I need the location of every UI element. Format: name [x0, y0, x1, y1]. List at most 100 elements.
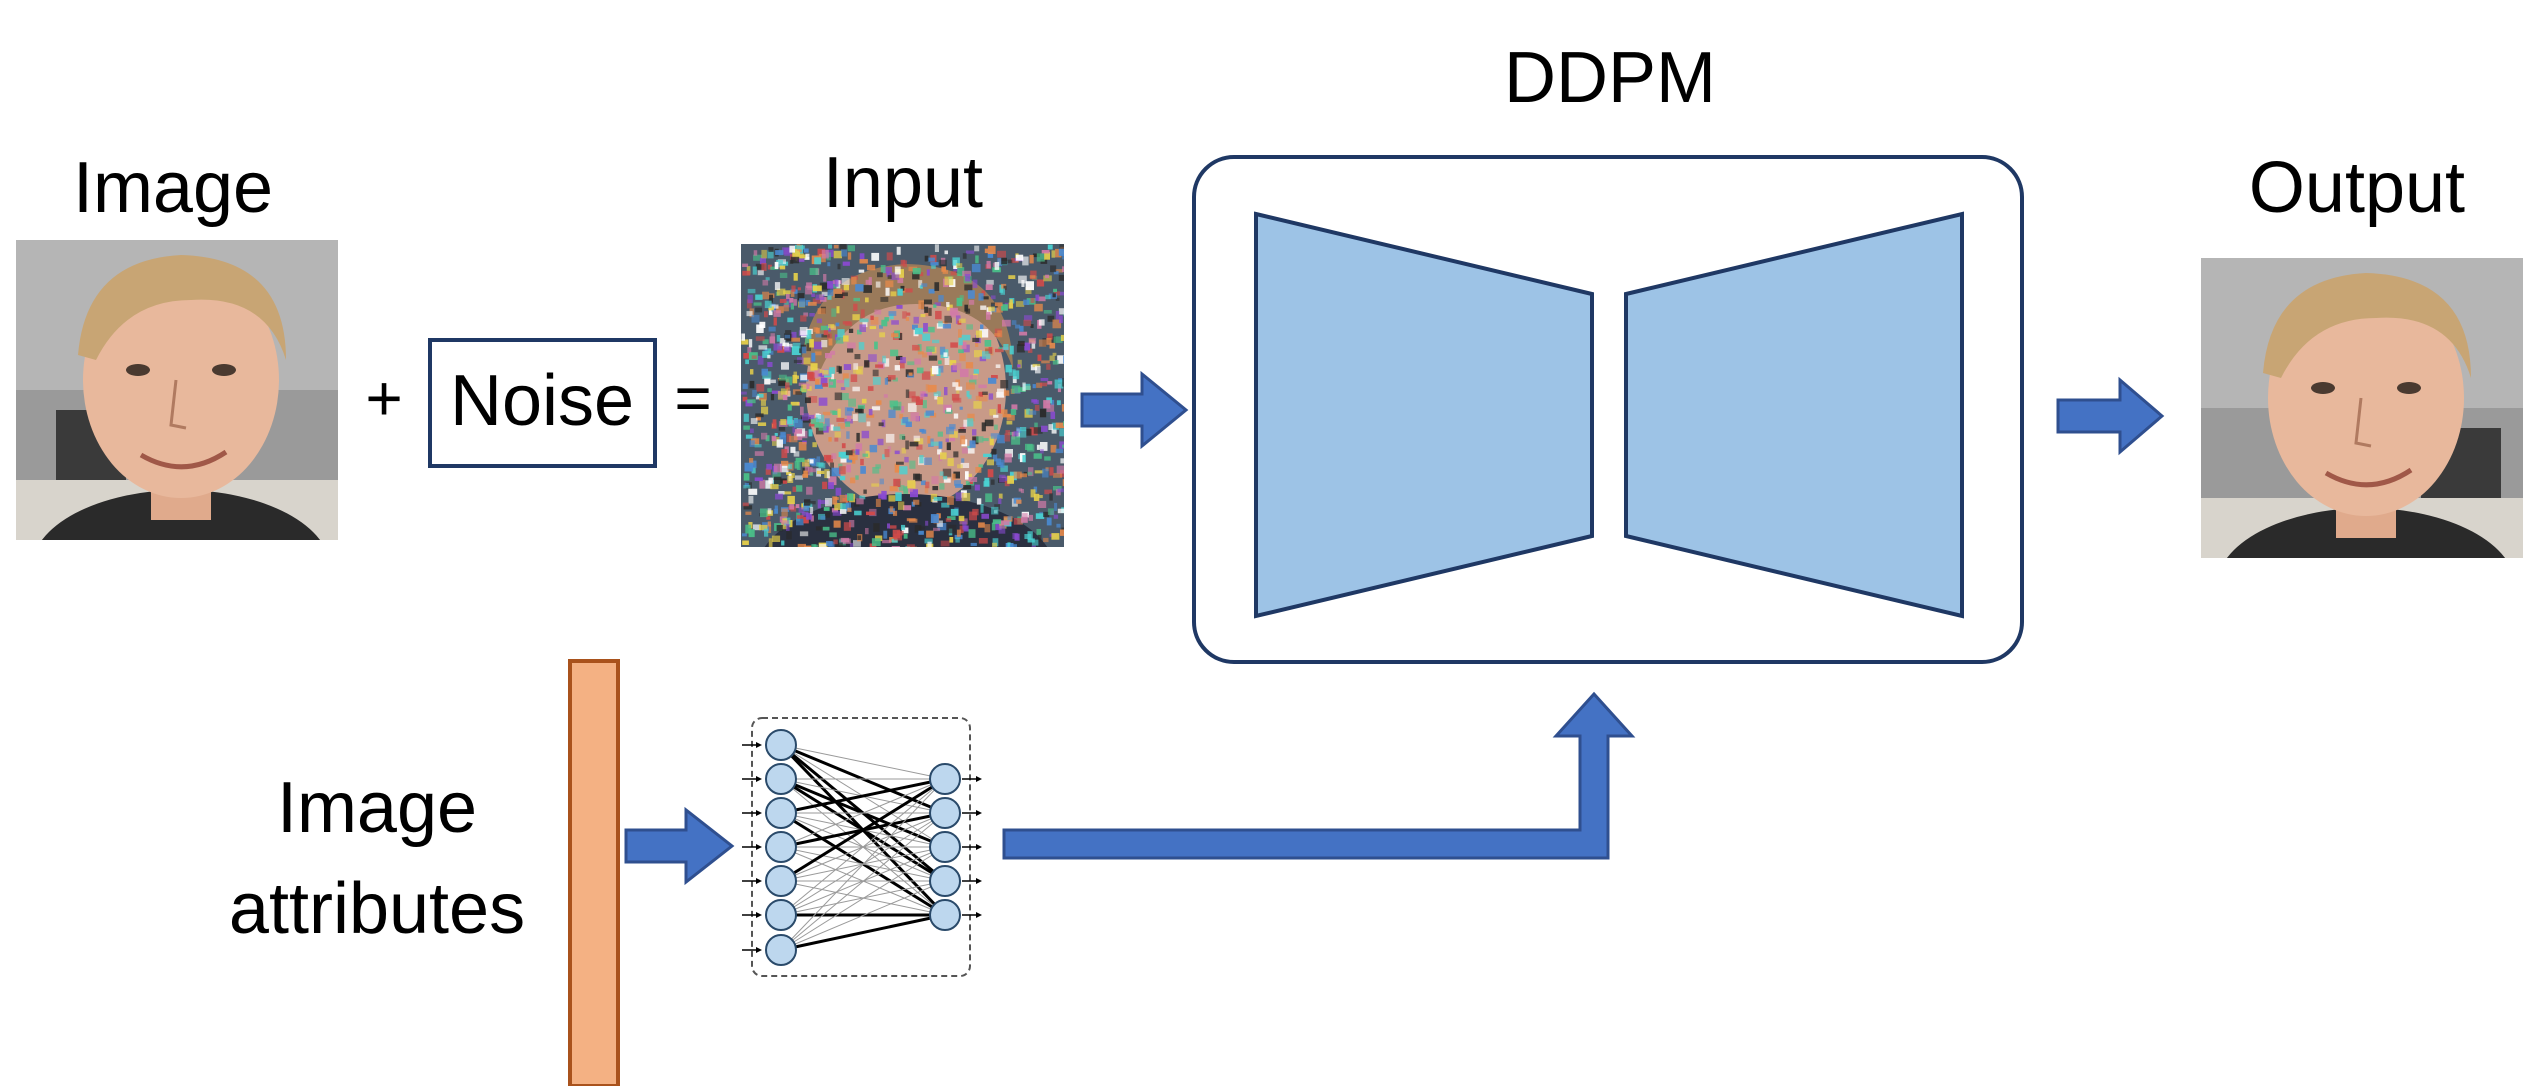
noise-speckle [975, 340, 979, 347]
noise-speckle [894, 450, 900, 455]
noise-speckle [803, 357, 811, 364]
noise-speckle [872, 467, 880, 474]
noise-speckle [805, 300, 811, 306]
noise-speckle [993, 414, 999, 418]
noise-speckle [809, 339, 814, 348]
network-edge [780, 744, 946, 780]
noise-speckle [891, 546, 900, 547]
noise-speckle [835, 337, 844, 344]
noise-speckle [1048, 424, 1053, 430]
noise-speckle [845, 421, 851, 427]
noise-speckle [868, 277, 872, 286]
noise-speckle [741, 333, 745, 341]
noise-speckle [942, 270, 948, 274]
noise-speckle [969, 375, 978, 380]
noise-speckle [974, 245, 980, 252]
noise-speckle [801, 384, 807, 393]
noise-speckle [944, 315, 952, 323]
noise-speckle [819, 500, 829, 504]
noise-speckle [925, 410, 934, 416]
noise-speckle [899, 413, 904, 419]
noise-speckle [833, 244, 839, 249]
noise-speckle [855, 284, 864, 292]
noise-speckle [749, 440, 755, 447]
noise-speckle [847, 252, 852, 260]
noise-speckle [1038, 534, 1042, 542]
noise-speckle [1020, 427, 1027, 432]
noise-speckle [1007, 259, 1013, 264]
noise-speckle [1033, 427, 1043, 434]
arrow-network-to-ddpm [1002, 691, 1636, 860]
noise-speckle [825, 498, 832, 507]
noise-speckle [833, 520, 841, 528]
noise-speckle [793, 299, 797, 306]
noise-speckle [791, 285, 796, 292]
noise-speckle [1062, 444, 1064, 448]
noise-speckle [1014, 533, 1020, 541]
noise-speckle [756, 383, 765, 392]
noise-speckle [786, 471, 792, 475]
noise-speckle [888, 495, 896, 502]
noise-speckle [938, 295, 944, 302]
noise-speckle [858, 342, 865, 350]
noise-speckle [979, 329, 989, 338]
noise-speckle [833, 250, 842, 259]
noise-speckle [1047, 381, 1053, 385]
noise-speckle [800, 374, 808, 381]
noise-speckle [833, 426, 841, 431]
noise-speckle [836, 365, 840, 372]
noise-speckle [974, 350, 982, 358]
noise-speckle [828, 244, 832, 249]
noise-speckle [917, 351, 924, 355]
noise-speckle [912, 272, 920, 280]
face-photo-icon [16, 240, 338, 540]
noise-speckle [1059, 315, 1063, 324]
noise-speckle [799, 298, 805, 307]
noise-speckle [806, 343, 811, 352]
noise-speckle [1049, 355, 1055, 361]
noise-speckle [1030, 324, 1034, 328]
noise-speckle [1034, 303, 1043, 312]
noise-speckle [905, 440, 909, 450]
noise-speckle [1020, 489, 1024, 494]
noise-speckle [984, 340, 992, 347]
noise-speckle [776, 525, 783, 532]
noise-speckle [868, 354, 877, 362]
noise-speckle [834, 431, 841, 438]
noise-speckle [806, 330, 812, 339]
noise-speckle [768, 294, 773, 303]
noise-speckle [824, 418, 830, 427]
noise-speckle [1011, 431, 1016, 440]
noise-speckle [847, 245, 855, 252]
noise-speckle [926, 349, 932, 356]
noise-speckle [939, 471, 944, 476]
noise-speckle [773, 343, 783, 351]
noise-speckle [998, 525, 1006, 534]
noise-speckle [1040, 382, 1048, 387]
noise-speckle [934, 282, 940, 291]
noise-speckle [770, 393, 775, 401]
noise-speckle [775, 493, 783, 500]
noise-speckle [756, 324, 764, 333]
network-io-arrowhead [976, 878, 982, 884]
noise-speckle [966, 418, 974, 427]
noise-speckle [1024, 342, 1031, 351]
noise-speckle [986, 459, 994, 466]
noise-speckle [833, 288, 843, 298]
noise-speckle [919, 272, 924, 277]
noise-speckle [1053, 514, 1059, 519]
noise-speckle [781, 520, 789, 525]
noise-speckle [754, 451, 764, 456]
noise-speckle [747, 399, 756, 404]
noise-speckle [744, 482, 749, 487]
noise-speckle [842, 321, 851, 325]
noise-speckle [792, 342, 801, 349]
noise-speckle [902, 417, 909, 424]
noise-speckle [764, 528, 769, 537]
noise-speckle [1047, 244, 1053, 250]
noise-speckle [858, 269, 865, 273]
arrow-ddpm-to-output [2056, 376, 2165, 456]
noise-speckle [755, 336, 765, 341]
noise-speckle [851, 449, 855, 457]
